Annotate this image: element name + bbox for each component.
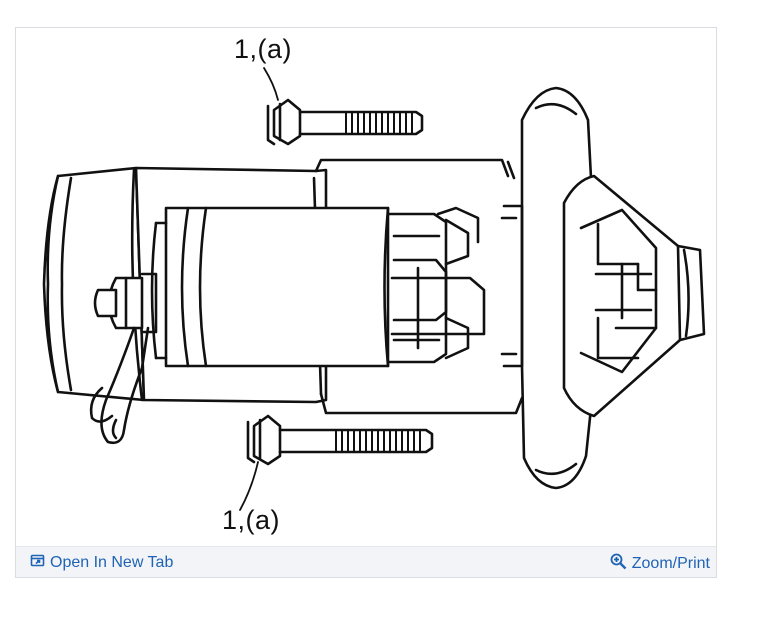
starter-motor-diagram xyxy=(42,67,706,511)
zoom-print-label: Zoom/Print xyxy=(631,555,710,572)
open-new-tab-icon xyxy=(30,553,45,573)
solenoid xyxy=(150,206,486,368)
bolt-top xyxy=(266,98,424,146)
callout-label-top: 1,(a) xyxy=(234,34,293,64)
zoom-print-link[interactable]: Zoom/Print xyxy=(610,553,710,575)
nose-cone xyxy=(562,174,706,418)
wire-lead xyxy=(89,326,150,445)
image-toolbar: Open In New Tab Zoom/Print xyxy=(16,546,716,577)
leader-line-top xyxy=(263,67,279,101)
open-new-tab-link[interactable]: Open In New Tab xyxy=(30,553,173,573)
callout-label-bottom: 1,(a) xyxy=(222,505,281,535)
bolt-bottom xyxy=(246,414,434,466)
image-panel: 1,(a) 1,(a) Open In New Tab Zoom/Prin xyxy=(15,27,717,578)
leader-line-bottom xyxy=(239,461,259,511)
terminal-stud xyxy=(93,272,158,334)
zoom-in-icon xyxy=(610,553,627,575)
open-new-tab-label: Open In New Tab xyxy=(50,554,174,571)
rear-end-cap xyxy=(42,166,146,402)
